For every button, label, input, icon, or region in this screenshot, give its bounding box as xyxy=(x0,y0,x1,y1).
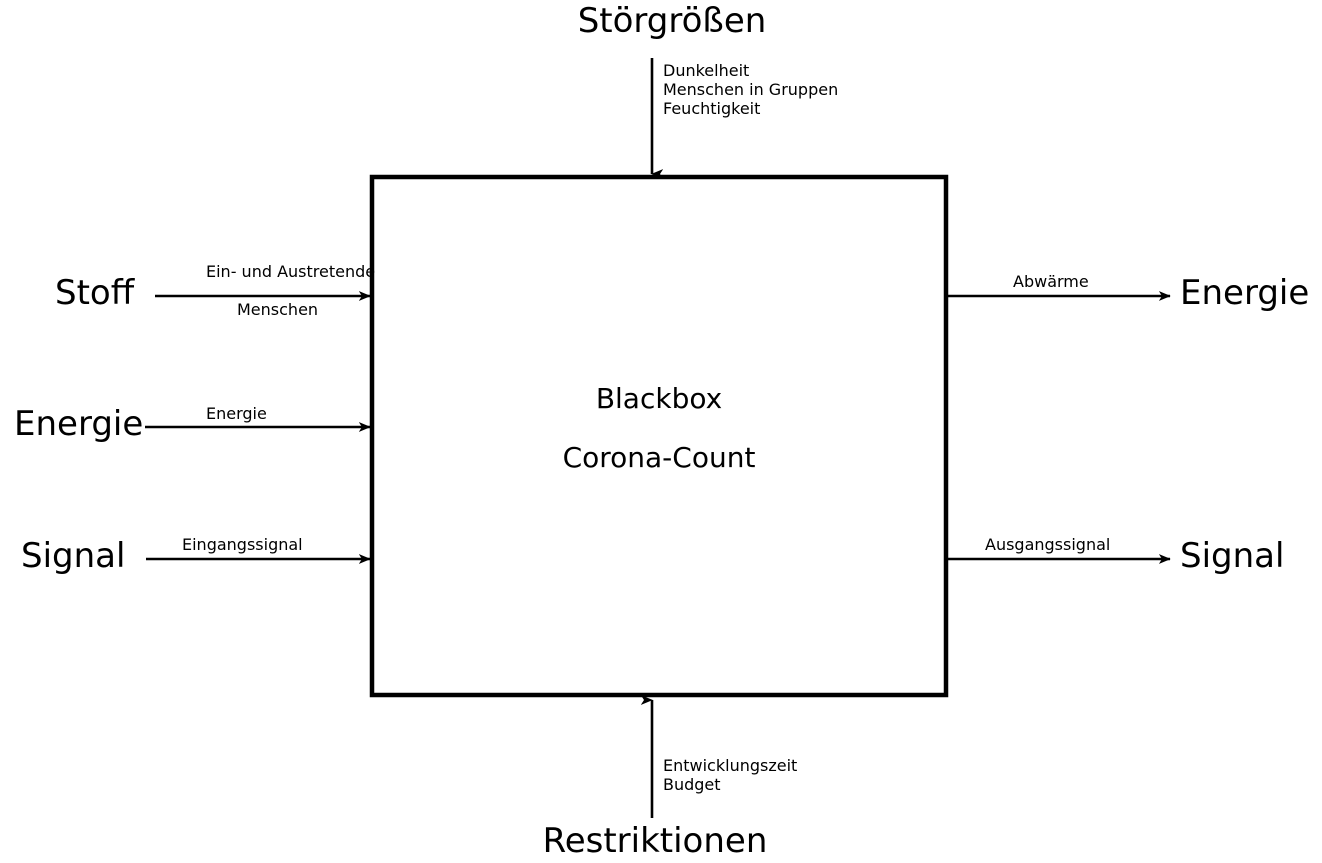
blackbox-rect xyxy=(369,174,949,698)
input-flow-label-energie: Energie xyxy=(206,404,267,423)
input-flow-label-stoff-line2: Menschen xyxy=(237,300,319,319)
input-category-stoff: Stoff xyxy=(55,273,135,313)
input-category-signal: Signal xyxy=(21,536,126,576)
disturbances-list: Dunkelheit Menschen in Gruppen Feuchtigk… xyxy=(663,61,839,118)
output-category-energie: Energie xyxy=(1180,273,1310,313)
output-flow-label-abwaerme: Abwärme xyxy=(1013,272,1089,291)
blackbox-title-line2: Corona-Count xyxy=(562,441,756,474)
restrictions-heading: Restriktionen xyxy=(542,821,768,861)
input-flow-label-stoff-line1: Ein- und Austretende xyxy=(206,262,376,281)
input-flow-label-signal: Eingangssignal xyxy=(182,535,303,554)
blackbox-title-line1: Blackbox xyxy=(595,382,723,415)
restrictions-list: Entwicklungszeit Budget xyxy=(663,756,798,794)
disturbances-heading: Störgrößen xyxy=(577,1,767,41)
input-category-energie: Energie xyxy=(14,404,144,444)
output-category-signal: Signal xyxy=(1180,536,1285,576)
output-flow-label-ausgangssignal: Ausgangssignal xyxy=(985,535,1111,554)
